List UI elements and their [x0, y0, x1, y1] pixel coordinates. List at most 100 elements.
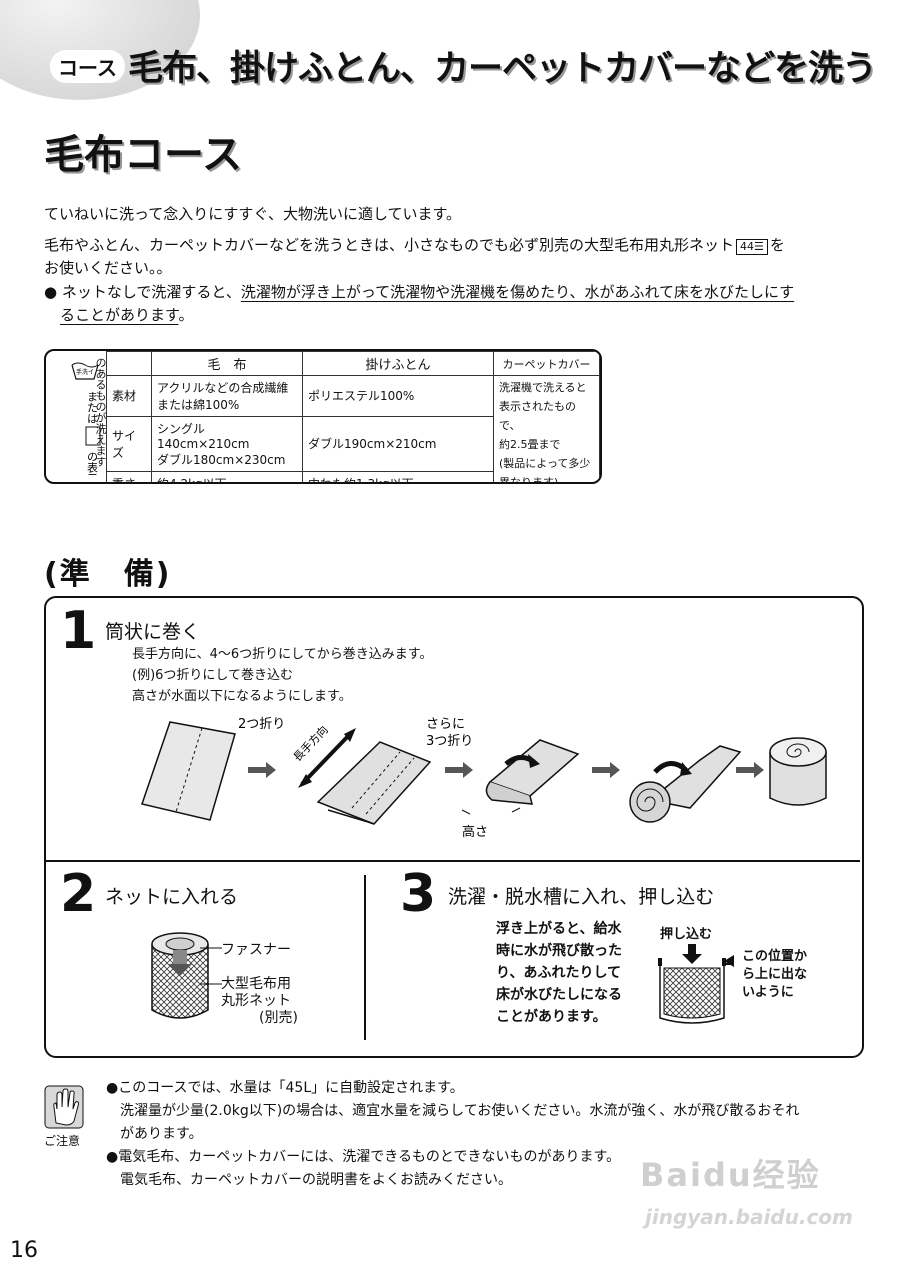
label-position-line: いように	[742, 985, 794, 1000]
blanket-size-single: シングル140cm×210cm	[157, 421, 250, 451]
caution-item-1-cont: 洗濯量が少量(2.0kg以下)の場合は、適宜水量を減らしてお使いください。水流が…	[120, 1103, 800, 1119]
blanket-size-double: ダブル180cm×230cm	[157, 452, 286, 467]
label-fold-2: 2つ折り	[238, 717, 285, 732]
page-number: 16	[10, 1238, 38, 1263]
header-blanket: 毛 布	[151, 351, 303, 376]
step-3-desc: 浮き上がると、給水 時に水が飛び散った り、あふれたりして 床が水びたしになる …	[496, 918, 622, 1028]
cell-futon-material: ポリエステル100%	[302, 375, 494, 417]
bullet-icon: ●	[106, 1080, 119, 1096]
label-height: 高さ	[462, 824, 488, 840]
intro-note: ● ネットなしで洗濯すると、洗濯物が浮き上がって洗濯物や洗濯機を傷めたり、水があ…	[44, 281, 794, 304]
blanket-flat-icon	[141, 721, 236, 821]
caution-hand-icon	[44, 1085, 84, 1129]
step-3-desc-line: 床が水びたしになる	[496, 987, 622, 1003]
prep-divider-vertical	[364, 875, 366, 1040]
step-1-desc-3: 高さが水面以下になるようにします。	[132, 689, 352, 704]
caution-item-2: ●電気毛布、カーペットカバーには、洗濯できるものとできないものがあります。	[106, 1146, 620, 1169]
label-net-a: 大型毛布用	[221, 976, 291, 992]
step-2-number: 2	[60, 864, 97, 924]
carpet-note-line: 表示されたもので、	[499, 400, 576, 432]
bullet-icon: ●	[44, 283, 58, 301]
prep-heading: (準 備)	[44, 557, 172, 592]
page-ref-icon[interactable]: 44☰	[736, 239, 768, 255]
blanket-rolling-icon	[629, 745, 742, 823]
note-text-underlined-2: ることがあります	[60, 306, 179, 324]
side-label-display: の表示	[86, 451, 99, 475]
arrow-right-icon	[445, 762, 473, 778]
label-net-c: (別売)	[259, 1010, 298, 1026]
blanket-folded-3-icon	[485, 739, 580, 805]
watermark-url: jingyan.baidu.com	[645, 1205, 853, 1229]
label-fold-3b: 3つ折り	[426, 734, 473, 749]
step-1-title: 筒状に巻く	[105, 621, 201, 643]
table-corner-cell	[106, 351, 152, 376]
step-1-number: 1	[60, 601, 97, 661]
label-fold-3a: さらに	[426, 717, 465, 732]
caution-text: このコースでは、水量は「45L」に自動設定されます。	[118, 1080, 464, 1096]
step-3-desc-line: ことがあります。	[496, 1009, 607, 1025]
prep-divider-horizontal	[46, 860, 860, 862]
header-futon: 掛けふとん	[302, 351, 494, 376]
cell-futon-size: ダブル190cm×210cm	[302, 415, 494, 473]
note-text-a: ネットなしで洗濯すると、	[61, 283, 241, 301]
watermark-brand: Baidu经验	[640, 1156, 821, 1194]
step-1-illustration: 2つ折り 長手方向 さらに 3つ折り 高さ	[141, 717, 827, 840]
row-label-size: サイズ	[106, 415, 152, 473]
step-1-desc-1: 長手方向に、4〜6つ折りにしてから巻き込みます。	[132, 647, 433, 662]
cell-carpet-note: 洗濯機で洗えると 表示されたもので、 約2.5畳まで (製品によって多少 異なり…	[493, 375, 600, 482]
page-ref-number: 44	[740, 240, 755, 253]
intro-line-3: お使いください。。	[44, 259, 172, 277]
step-3-title: 洗濯・脱水槽に入れ、押し込む	[448, 886, 715, 908]
intro-line-2: 毛布やふとん、カーペットカバーなどを洗うときは、小さなものでも必ず別売の大型毛布…	[44, 234, 785, 257]
side-label-or: または	[86, 391, 99, 424]
caution-text: 電気毛布、カーペットカバーには、洗濯できるものとできないものがあります。	[118, 1149, 621, 1165]
bullet-icon: ●	[106, 1149, 119, 1165]
label-position-line: ら上に出な	[742, 967, 808, 982]
caution-label: ご注意	[44, 1134, 81, 1148]
step-3-desc-line: 浮き上がると、給水	[496, 921, 622, 937]
intro-note-cont: ることがあります。	[60, 304, 194, 327]
arrow-right-icon	[592, 762, 620, 778]
label-push-in: 押し込む	[660, 927, 713, 942]
height-marker	[461, 807, 521, 815]
side-label-text-a: のあるものが洗えます	[94, 357, 107, 467]
cell-blanket-size: シングル140cm×210cm ダブル180cm×230cm	[151, 415, 303, 473]
header-carpet: カーペットカバー	[493, 351, 600, 376]
carpet-note-line: 洗濯機で洗えると	[499, 381, 587, 394]
label-net-b: 丸形ネット	[221, 993, 291, 1009]
note-text-underlined: 洗濯物が浮き上がって洗濯物や洗濯機を傷めたり、水があふれて床を水びたしにす	[240, 283, 795, 301]
cell-blanket-weight: 約4.2kg以下	[151, 471, 303, 482]
course-tag: コース	[50, 50, 125, 83]
blanket-roll-icon	[769, 737, 827, 806]
wash-symbol-label: 手洗イ	[76, 368, 94, 376]
washtub-icon	[658, 944, 732, 1024]
step-3-number: 3	[400, 864, 437, 924]
step-2-title: ネットに入れる	[105, 886, 239, 908]
net-bag-icon	[151, 932, 209, 1019]
label-position: この位置か ら上に出な いように	[742, 948, 807, 1002]
label-position-line: この位置か	[742, 949, 808, 964]
intro-line-2-end: を	[769, 236, 785, 254]
row-label-weight: 重さ	[106, 471, 152, 482]
table-side-label: のあるものが洗えます	[50, 357, 107, 475]
prep-box	[44, 596, 864, 1058]
cell-futon-weight: 中わた約1.3kg以下	[302, 471, 494, 482]
label-leader-lines	[200, 947, 222, 985]
caution-item-1-end: があります。	[120, 1126, 203, 1142]
step-3-desc-line: 時に水が飛び散った	[496, 943, 622, 959]
blanket-folded-2-icon	[298, 728, 432, 825]
page-title: 毛布、掛けふとん、カーペットカバーなどを洗う	[128, 49, 877, 89]
cell-blanket-material: アクリルなどの合成繊維または綿100%	[151, 375, 303, 417]
intro-line-1: ていねいに洗って念入りにすすぐ、大物洗いに適しています。	[44, 205, 462, 223]
label-zipper: ファスナー	[221, 942, 291, 958]
step-1-desc-2: (例)6つ折りにして巻き込む	[132, 668, 294, 683]
carpet-note-line: (製品によって多少	[499, 457, 591, 470]
carpet-note-line: 約2.5畳まで	[499, 438, 561, 451]
caution-item-2-cont: 電気毛布、カーペットカバーの説明書をよくお読みください。	[120, 1172, 512, 1188]
section-title: 毛布コース	[44, 132, 242, 178]
arrow-left-icon	[724, 955, 734, 967]
step-3-desc-line: り、あふれたりして	[496, 965, 622, 981]
spec-table: 毛 布 掛けふとん カーペットカバー 素材 アクリルなどの合成繊維または綿100…	[106, 351, 600, 482]
arrow-right-icon	[248, 762, 276, 778]
row-label-material: 素材	[106, 375, 152, 417]
